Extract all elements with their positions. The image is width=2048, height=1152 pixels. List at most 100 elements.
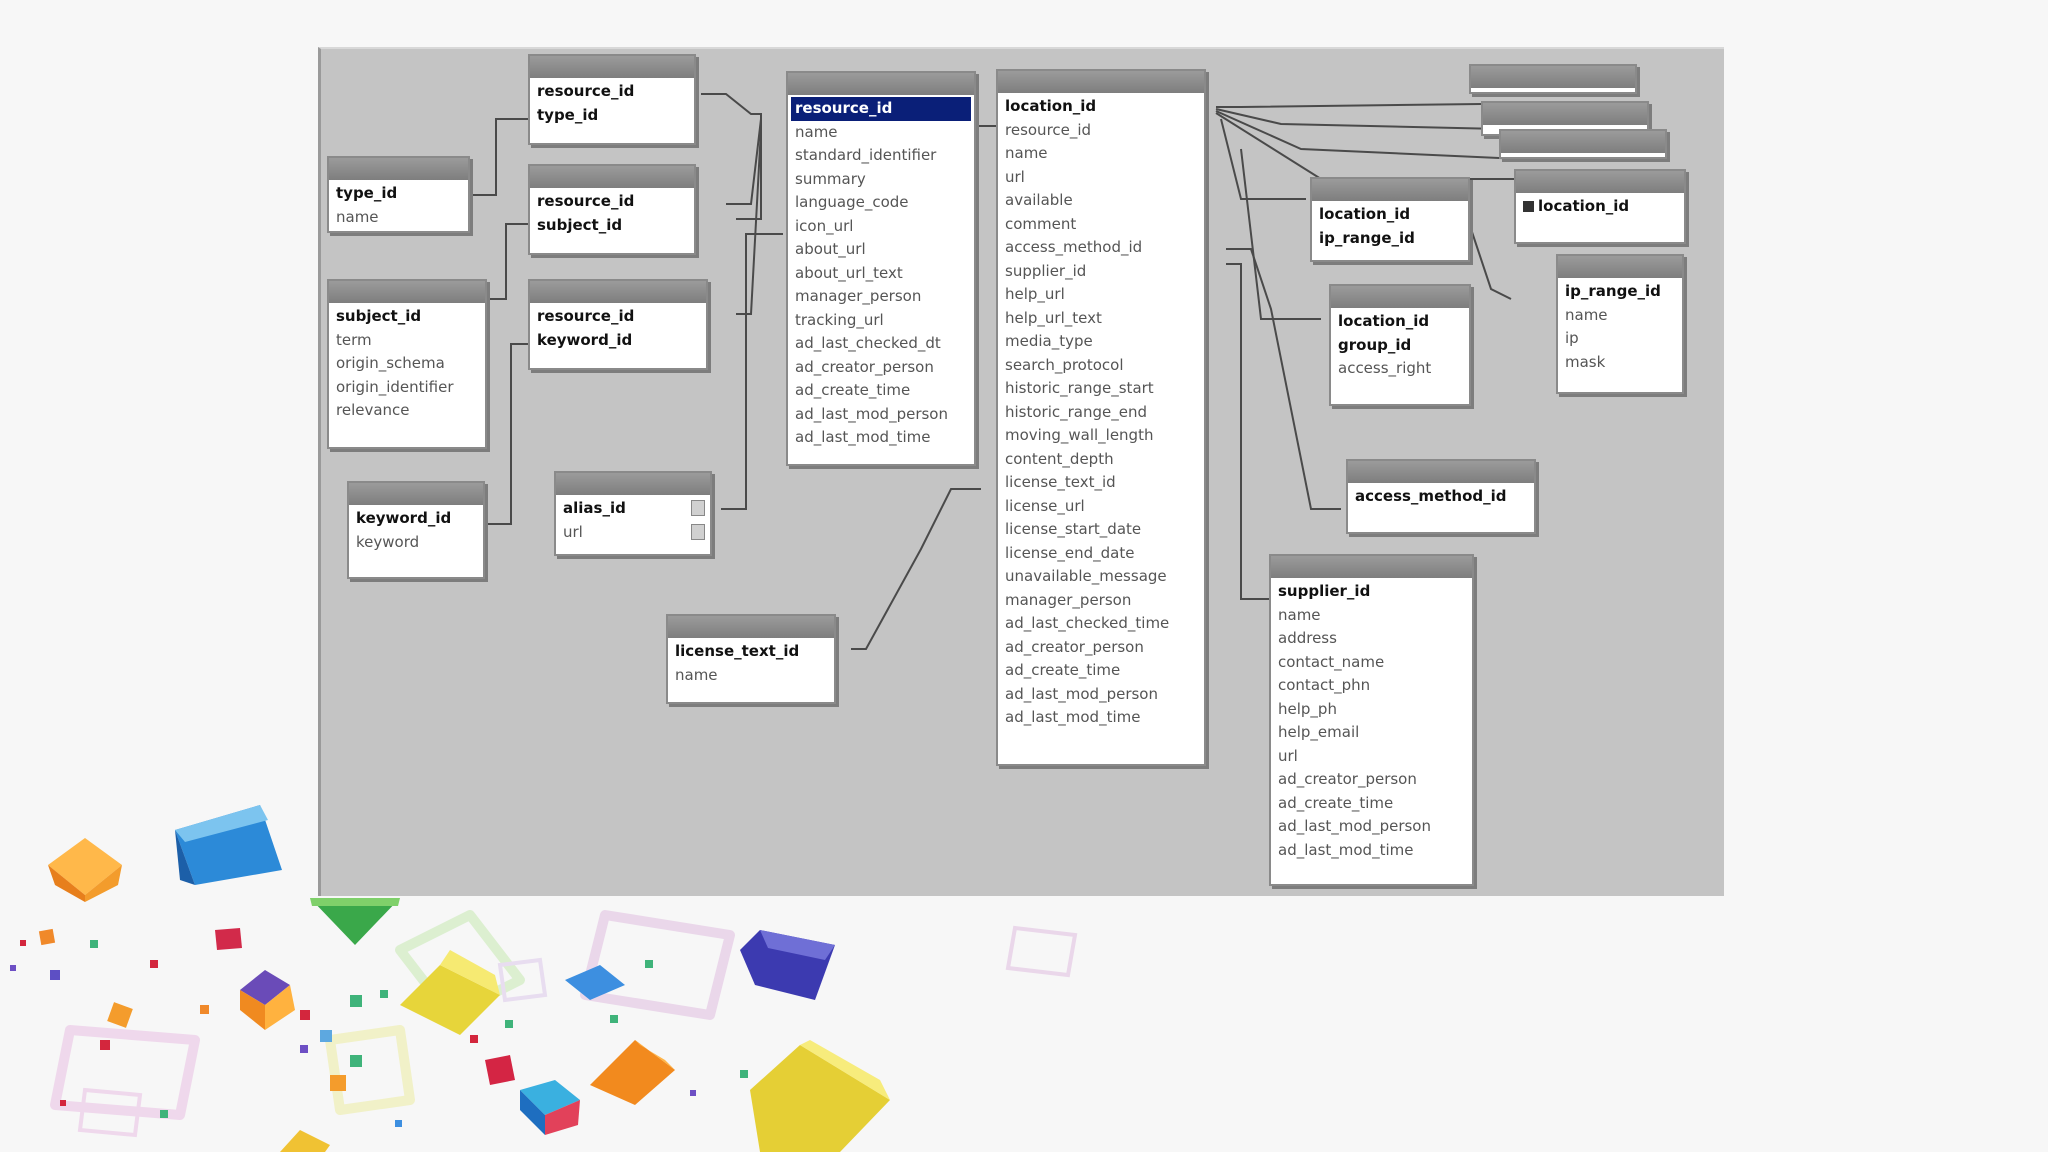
table-field[interactable]: ad_create_time bbox=[1001, 659, 1201, 683]
table-field[interactable]: ad_last_checked_time bbox=[1001, 612, 1201, 636]
table-field[interactable]: origin_identifier bbox=[332, 376, 482, 400]
table-field[interactable]: ad_last_mod_time bbox=[1001, 706, 1201, 730]
table-title[interactable] bbox=[998, 71, 1204, 93]
table-field[interactable]: supplier_id bbox=[1001, 260, 1201, 284]
table-field[interactable]: ip bbox=[1561, 327, 1679, 351]
table-field[interactable]: license_text_id bbox=[1001, 471, 1201, 495]
table-field[interactable]: url bbox=[1001, 166, 1201, 190]
table-field[interactable]: subject_id bbox=[533, 214, 691, 238]
table-field[interactable]: location_id bbox=[1001, 95, 1201, 119]
table-field[interactable]: about_url bbox=[791, 238, 971, 262]
table-field[interactable]: resource_id bbox=[791, 97, 971, 121]
table-field[interactable]: license_text_id bbox=[671, 640, 831, 664]
table-field[interactable]: manager_person bbox=[791, 285, 971, 309]
table-field[interactable]: name bbox=[1274, 604, 1469, 628]
table-field[interactable]: type_id bbox=[332, 182, 465, 206]
table-field[interactable]: ad_create_time bbox=[1274, 792, 1469, 816]
table-field[interactable]: about_url_text bbox=[791, 262, 971, 286]
table-field[interactable]: icon_url bbox=[791, 215, 971, 239]
table-field[interactable]: ad_creator_person bbox=[1001, 636, 1201, 660]
table-title[interactable] bbox=[1516, 171, 1684, 193]
table-field[interactable]: resource_id bbox=[533, 80, 691, 104]
table-field[interactable]: ip_range_id bbox=[1561, 280, 1679, 304]
table-field[interactable]: media_type bbox=[1001, 330, 1201, 354]
table-field[interactable]: alias_id bbox=[559, 497, 707, 521]
table-field[interactable]: keyword_id bbox=[533, 329, 703, 353]
table-field[interactable]: name bbox=[1001, 142, 1201, 166]
table-field[interactable]: name bbox=[791, 121, 971, 145]
table-field[interactable]: ip_range_id bbox=[1315, 227, 1465, 251]
table-field[interactable]: ad_last_mod_person bbox=[1001, 683, 1201, 707]
table-field[interactable]: resource_id bbox=[533, 305, 703, 329]
table-title[interactable] bbox=[668, 616, 834, 638]
table-access-method[interactable]: access_method_id bbox=[1346, 459, 1536, 534]
table-field[interactable]: subject_id bbox=[332, 305, 482, 329]
table-field[interactable]: url bbox=[1274, 745, 1469, 769]
table-field[interactable]: license_end_date bbox=[1001, 542, 1201, 566]
table-field[interactable]: help_url_text bbox=[1001, 307, 1201, 331]
table-field[interactable]: ad_creator_person bbox=[791, 356, 971, 380]
table-field[interactable]: help_email bbox=[1274, 721, 1469, 745]
table-title[interactable] bbox=[556, 473, 710, 495]
table-field[interactable]: name bbox=[1561, 304, 1679, 328]
table-title[interactable] bbox=[530, 56, 694, 78]
table-title[interactable] bbox=[530, 281, 706, 303]
table-field[interactable]: help_url bbox=[1001, 283, 1201, 307]
table-field[interactable]: access_method_id bbox=[1351, 485, 1531, 509]
table-field[interactable]: historic_range_start bbox=[1001, 377, 1201, 401]
table-field[interactable]: name bbox=[671, 664, 831, 688]
table-field[interactable]: ad_last_mod_time bbox=[1274, 839, 1469, 863]
table-title[interactable] bbox=[1483, 103, 1647, 125]
dropdown-arrow-icon[interactable] bbox=[691, 500, 705, 516]
table-field[interactable]: content_depth bbox=[1001, 448, 1201, 472]
table-field[interactable]: tracking_url bbox=[791, 309, 971, 333]
table-field[interactable]: address bbox=[1274, 627, 1469, 651]
table-title[interactable] bbox=[329, 158, 468, 180]
table-location-d[interactable]: location_id bbox=[1514, 169, 1686, 244]
table-title[interactable] bbox=[1271, 556, 1472, 578]
table-field[interactable]: ad_creator_person bbox=[1274, 768, 1469, 792]
table-title[interactable] bbox=[1501, 131, 1665, 153]
table-title[interactable] bbox=[1331, 286, 1469, 308]
table-field[interactable]: type_id bbox=[533, 104, 691, 128]
table-field[interactable]: supplier_id bbox=[1274, 580, 1469, 604]
table-field[interactable]: ad_last_mod_person bbox=[791, 403, 971, 427]
table-title[interactable] bbox=[349, 483, 483, 505]
table-field[interactable]: language_code bbox=[791, 191, 971, 215]
table-field[interactable]: mask bbox=[1561, 351, 1679, 375]
table-field[interactable]: resource_id bbox=[533, 190, 691, 214]
table-field[interactable]: ad_last_checked_dt bbox=[791, 332, 971, 356]
table-field[interactable]: search_protocol bbox=[1001, 354, 1201, 378]
table-field[interactable]: resource_id bbox=[1001, 119, 1201, 143]
table-location-c[interactable] bbox=[1499, 129, 1667, 159]
table-title[interactable] bbox=[1471, 66, 1635, 88]
table-field[interactable]: access_method_id bbox=[1001, 236, 1201, 260]
table-field[interactable]: standard_identifier bbox=[791, 144, 971, 168]
table-field[interactable]: ad_last_mod_person bbox=[1274, 815, 1469, 839]
table-field[interactable]: group_id bbox=[1334, 334, 1466, 358]
table-field[interactable]: available bbox=[1001, 189, 1201, 213]
table-field[interactable]: access_right bbox=[1334, 357, 1466, 381]
table-field[interactable]: location_id bbox=[1519, 195, 1681, 219]
table-field[interactable]: moving_wall_length bbox=[1001, 424, 1201, 448]
table-field[interactable]: help_ph bbox=[1274, 698, 1469, 722]
table-field[interactable]: contact_phn bbox=[1274, 674, 1469, 698]
table-title[interactable] bbox=[1348, 461, 1534, 483]
table-field[interactable]: url bbox=[559, 521, 707, 545]
table-field[interactable]: license_url bbox=[1001, 495, 1201, 519]
table-field[interactable]: term bbox=[332, 329, 482, 353]
table-location-a[interactable] bbox=[1469, 64, 1637, 94]
